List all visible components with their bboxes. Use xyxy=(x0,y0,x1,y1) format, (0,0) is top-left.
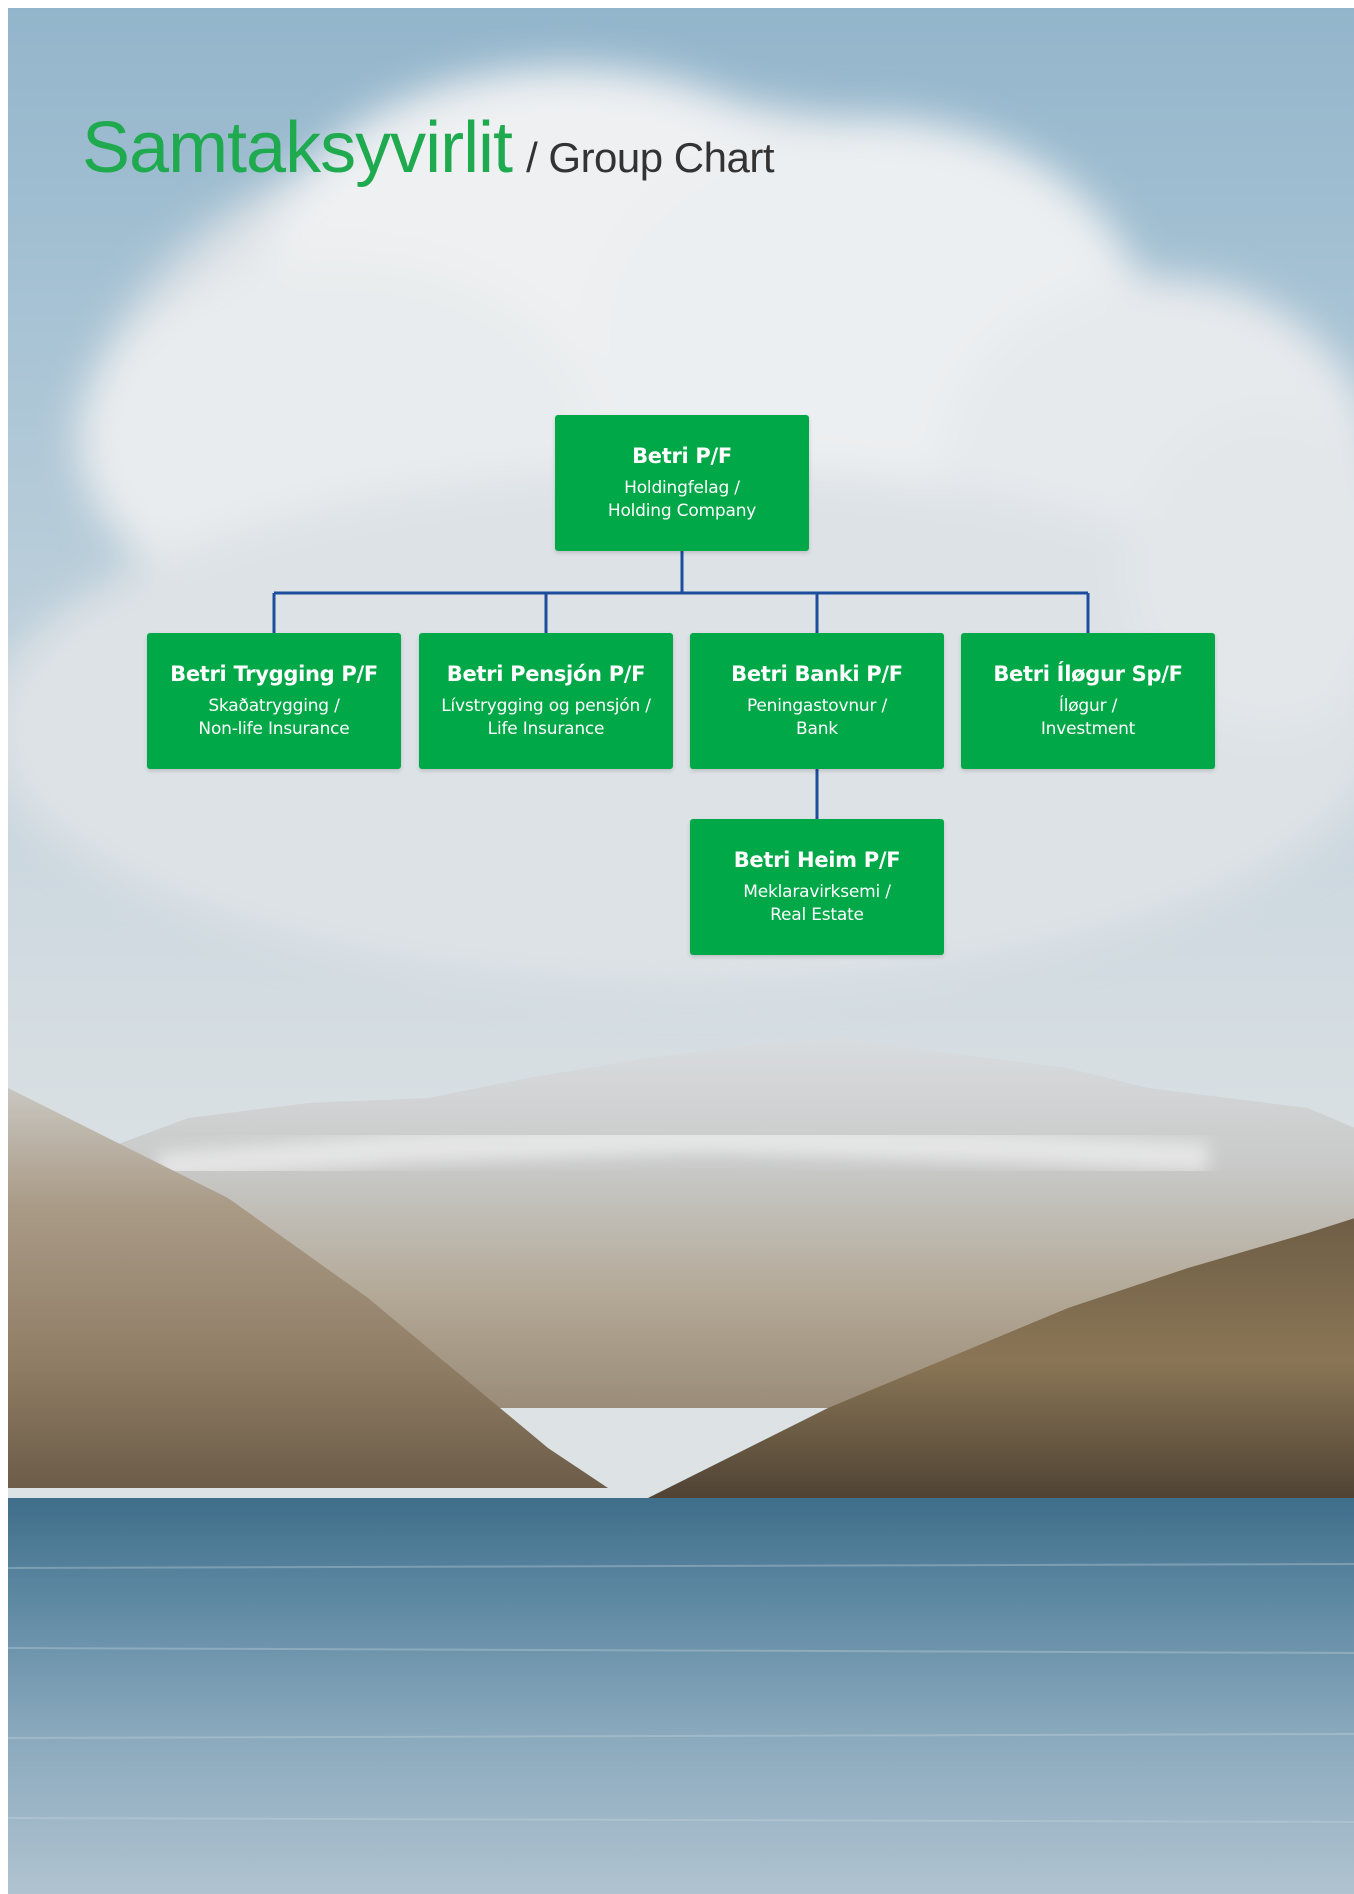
org-box-line: Life Insurance xyxy=(487,718,605,739)
org-box-title: Betri Trygging P/F xyxy=(170,661,378,686)
title-main: Samtaksyvirlit xyxy=(82,108,513,188)
org-box-title: Betri P/F xyxy=(632,443,732,468)
org-box-title: Betri Banki P/F xyxy=(731,661,903,686)
org-box-pensjon: Betri Pensjón P/F Lívstrygging og pensjó… xyxy=(419,633,673,769)
distant-mountains xyxy=(108,1038,1354,1408)
org-box-line: Investment xyxy=(1040,718,1136,739)
org-box-line: Peningastovnur / xyxy=(746,695,888,716)
org-box-line: Real Estate xyxy=(770,904,864,925)
org-box-trygging: Betri Trygging P/F Skaðatrygging / Non-l… xyxy=(147,633,401,769)
org-box-line: Meklaravirksemi / xyxy=(743,881,891,902)
fjord-water xyxy=(8,1498,1354,1894)
org-box-line: Íløgur / xyxy=(1058,695,1118,716)
org-box-title: Betri Íløgur Sp/F xyxy=(993,661,1183,686)
org-box-heim: Betri Heim P/F Meklaravirksemi / Real Es… xyxy=(690,819,944,955)
org-box-title: Betri Heim P/F xyxy=(733,847,901,872)
page-title: Samtaksyvirlit/ Group Chart xyxy=(82,112,775,184)
org-box-line: Holdingfelag / xyxy=(624,477,740,498)
right-hill xyxy=(648,1218,1354,1503)
org-box-line: Lívstrygging og pensjón / xyxy=(441,695,651,716)
org-box-line: Skaðatrygging / xyxy=(208,695,340,716)
org-box-line: Non-life Insurance xyxy=(198,718,350,739)
org-box-line: Holding Company xyxy=(607,500,757,521)
left-mountain xyxy=(8,1088,608,1488)
title-subtitle: / Group Chart xyxy=(526,134,775,181)
org-box-title: Betri Pensjón P/F xyxy=(446,661,646,686)
page: Samtaksyvirlit/ Group Chart Betri P/F Ho… xyxy=(8,8,1354,1894)
org-box-line: Bank xyxy=(796,718,838,739)
org-box-banki: Betri Banki P/F Peningastovnur / Bank xyxy=(690,633,944,769)
org-box-root: Betri P/F Holdingfelag / Holding Company xyxy=(555,415,809,551)
org-box-ilogur: Betri Íløgur Sp/F Íløgur / Investment xyxy=(961,633,1215,769)
background-landscape-image xyxy=(8,8,1354,1894)
